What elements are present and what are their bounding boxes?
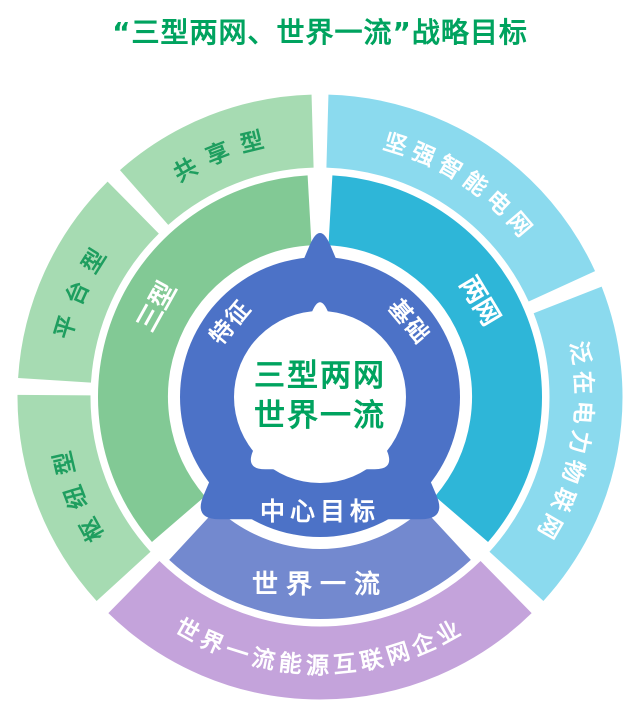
center-title-line1: 三型两网 — [254, 358, 386, 394]
inner-band-label-bottom: 中心目标 — [260, 497, 380, 526]
middle-segment-three-types — [98, 175, 313, 543]
middle-segment-two-networks — [327, 175, 542, 543]
outer-segment-world-class-energy-enterprise — [108, 560, 532, 700]
outer-segment-sharing-type — [119, 94, 315, 226]
center-disc — [234, 311, 406, 483]
outer-segment-hub-type — [17, 394, 152, 601]
middle-segment-world-class — [169, 508, 471, 619]
center-title-line2: 世界一流 — [254, 398, 386, 434]
rings-group: 枢纽型平台型共享型坚强智能电网泛在电力物联网世界一流能源互联网企业三型两网世界一… — [17, 94, 623, 700]
outer-segment-strong-smart-grid — [325, 94, 596, 303]
outer-segment-platform-type — [18, 181, 160, 384]
outer-segment-ubiquitous-power-iot — [489, 286, 623, 601]
page-title: “三型两网、世界一流”战略目标 — [112, 16, 528, 49]
middle-segment-label-world-class: 世界一流 — [252, 570, 388, 600]
